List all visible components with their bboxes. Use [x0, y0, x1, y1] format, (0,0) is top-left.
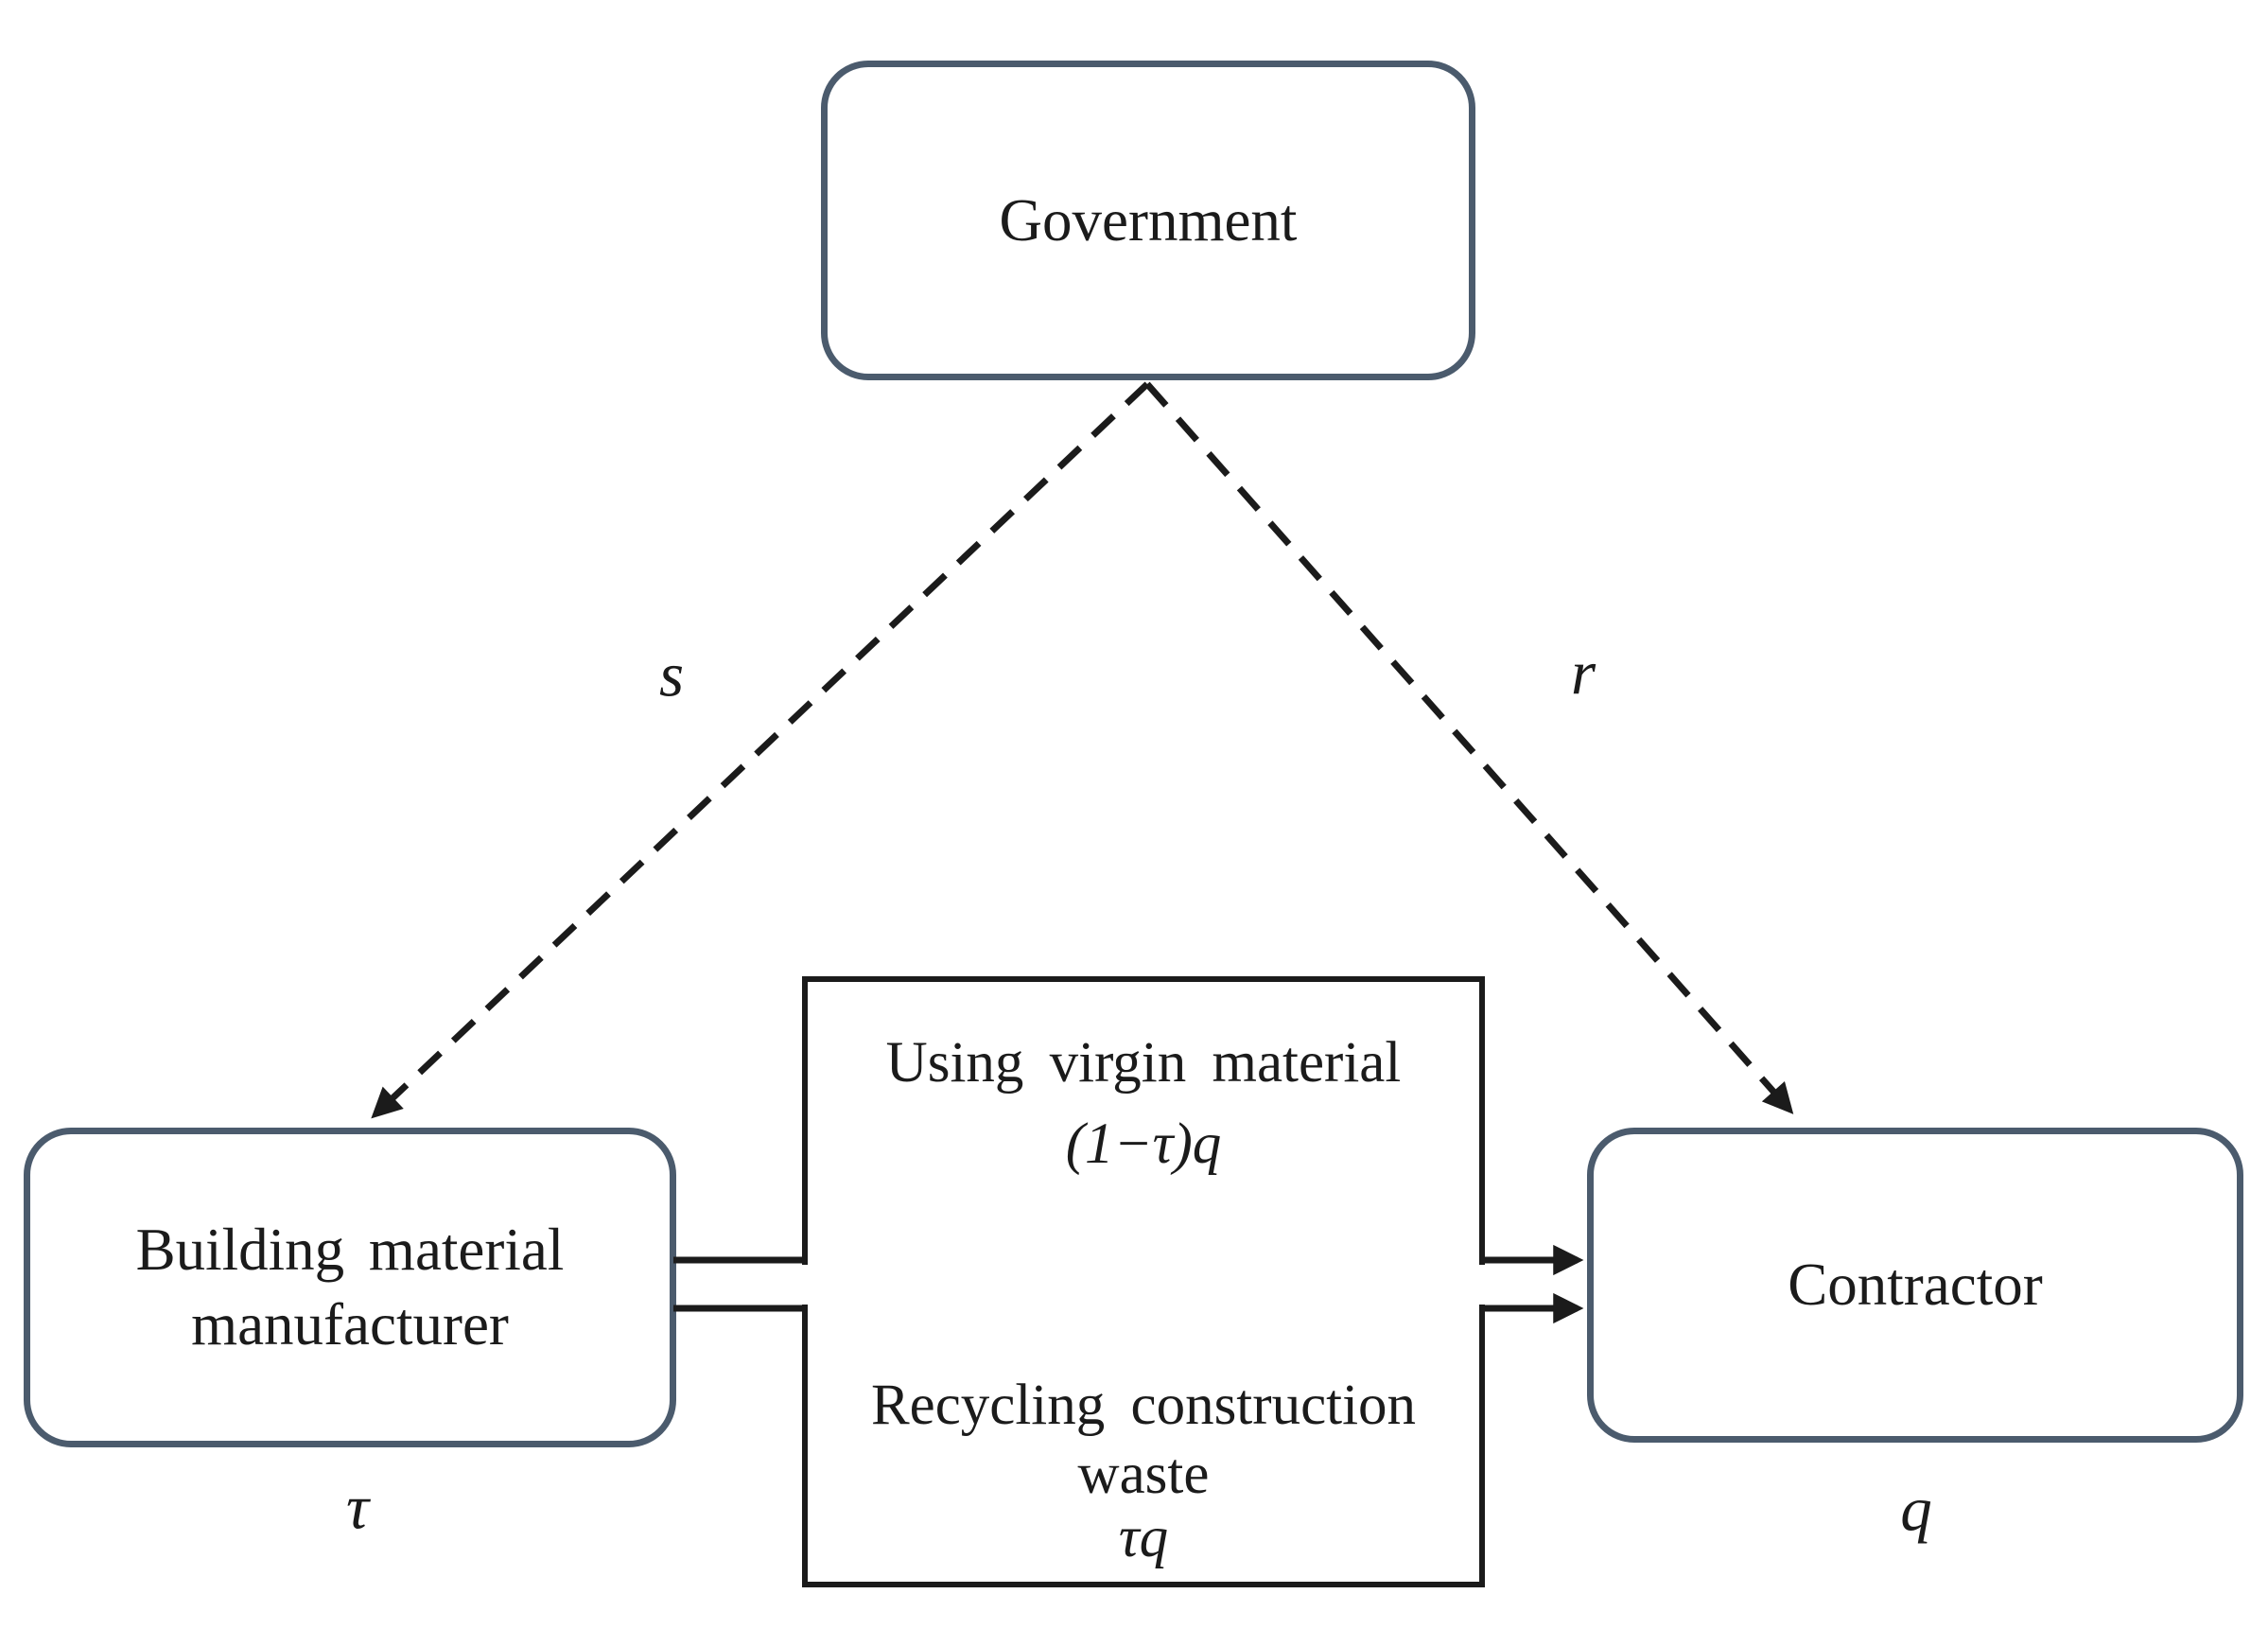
contractor-param-q: q [1900, 1474, 1932, 1545]
edge-label-r: r [1570, 638, 1596, 709]
flow-recycling-label-2: waste [1077, 1443, 1210, 1506]
flow-box: Using virgin material (1−τ)q Recycling c… [802, 976, 1485, 1587]
flow-recycling-formula: τq [1118, 1506, 1169, 1569]
manufacturer-param-tau: τ [346, 1472, 369, 1543]
government-label: Government [999, 186, 1298, 254]
edge-label-s: s [658, 639, 685, 710]
flow-virgin-label: Using virgin material [885, 1031, 1402, 1095]
contractor-label: Contractor [1788, 1252, 2043, 1319]
flow-virgin-formula: (1−τ)q [1065, 1112, 1222, 1176]
flow-recycling-label: Recycling construction [870, 1374, 1417, 1437]
contractor-node: Contractor [1587, 1128, 2243, 1443]
government-node: Government [821, 61, 1475, 380]
manufacturer-label: Building material manufacturer [135, 1217, 565, 1358]
manufacturer-node: Building material manufacturer [24, 1128, 676, 1447]
